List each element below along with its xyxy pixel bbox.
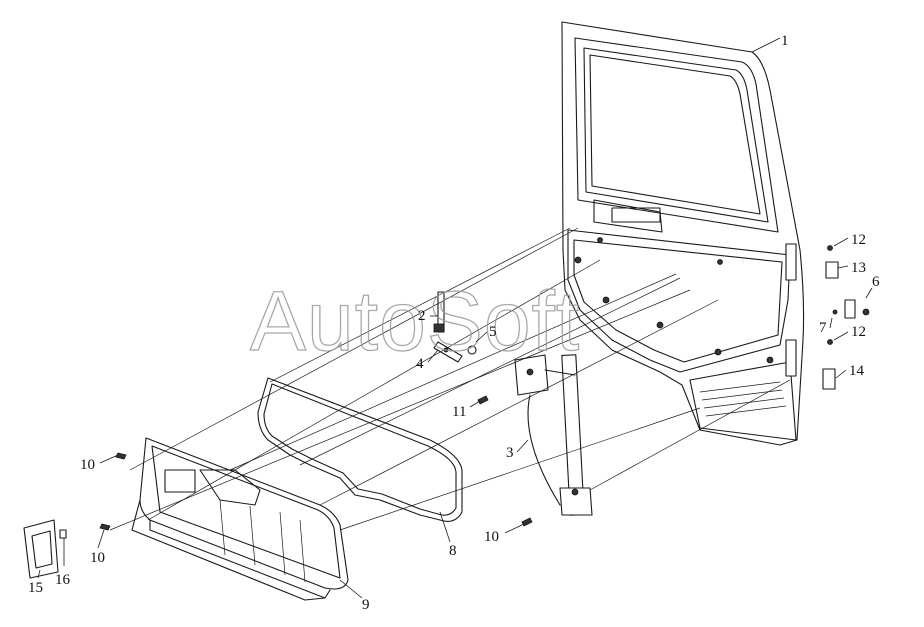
watermark: AutoSoft [250, 274, 580, 368]
callout-4: 4 [416, 356, 424, 372]
seal-strip [257, 377, 463, 522]
callout-5: 5 [489, 324, 497, 340]
callout-14: 14 [849, 363, 865, 379]
callout-1: 1 [781, 33, 789, 49]
callout-8: 8 [449, 543, 457, 559]
callout-12-top: 12 [851, 232, 866, 248]
callout-10-left: 10 [80, 457, 95, 473]
callout-15: 15 [28, 580, 43, 596]
callout-6: 6 [872, 274, 880, 290]
callout-3: 3 [506, 445, 514, 461]
callout-11: 11 [452, 404, 466, 420]
callout-9: 9 [362, 597, 370, 613]
callout-labels: 1 2 3 4 5 6 7 8 9 10 10 10 11 12 12 13 1… [28, 33, 880, 613]
callout-7: 7 [819, 320, 827, 336]
callout-2: 2 [418, 308, 426, 324]
small-parts [23, 245, 870, 579]
assembly-lines [109, 227, 791, 531]
callout-13: 13 [851, 260, 866, 276]
callout-12-bottom: 12 [851, 324, 866, 340]
callout-10-bottom: 10 [90, 550, 105, 566]
window-regulator [514, 354, 593, 516]
callout-16: 16 [55, 572, 71, 588]
leader-lines [37, 37, 873, 599]
callout-10-right: 10 [484, 529, 499, 545]
door-shell [561, 21, 805, 446]
trim-panel [131, 437, 349, 601]
